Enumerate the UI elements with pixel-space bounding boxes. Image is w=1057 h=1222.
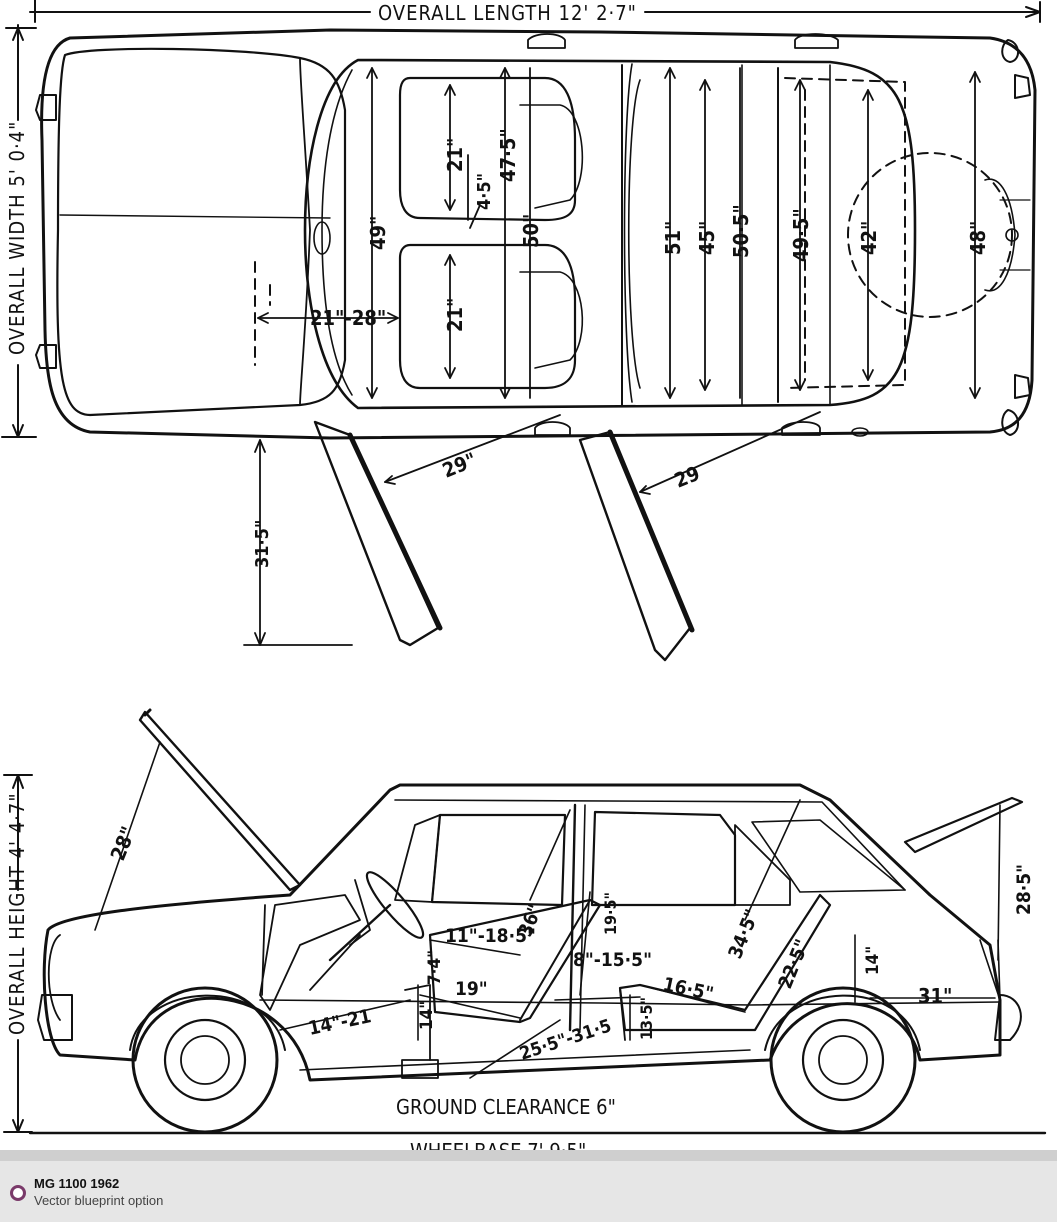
blueprint-drawing: OVERALL LENGTH 12' 2·7" OVERALL WIDTH 5'… [1,0,1047,1150]
dim-front-width-50: 50" [519,214,543,248]
dim-boot-length: 31" [918,984,952,1008]
dim-rear-width-45: 45" [695,221,719,255]
dim-knee-range: 8"-15·5" [573,949,652,971]
dim-rear-width-50-5: 50·5" [729,204,753,258]
overall-height-label: OVERALL HEIGHT 4' 4·7" [5,792,29,1035]
dim-rear-floor: 13·5" [637,997,656,1040]
dim-seat-depth: 19" [455,978,488,1000]
dim-front-floor: 14" [417,1001,437,1030]
ground-clearance-label: GROUND CLEARANCE 6" [396,1095,616,1119]
overall-length-label: OVERALL LENGTH 12' 2·7" [378,1,637,25]
dim-door-projection: 31·5" [252,520,273,568]
blueprint-svg: OVERALL LENGTH 12' 2·7" OVERALL WIDTH 5'… [1,0,1047,1150]
caption-bar [0,1150,1057,1222]
dim-rear-backrest: 34·5" [724,906,764,962]
dim-seat-height-range: 11"-18·5" [445,925,536,947]
wheelbase-label: WHEELBASE 7' 9·5" [410,1139,586,1150]
dim-pedal-range: 14"-21 [306,1005,373,1040]
dim-boot-height: 22·5" [774,936,814,992]
dim-rear-width-48: 48" [966,221,990,255]
dim-cushion-height: 7·4" [425,950,445,985]
dim-rear-width-51: 51" [661,221,685,255]
dim-backrest: 36" [514,901,547,940]
dim-seat-gap: 4·5" [474,173,495,210]
dim-boot-width-42: 42" [857,221,881,255]
dim-front-width-49: 49" [366,216,390,250]
side-view [3,708,1047,1135]
dim-rear-cushion: 16·5" [661,973,716,1005]
option-radio-button[interactable] [10,1185,26,1201]
top-view [1,0,1041,662]
dim-bonnet: 28" [105,823,140,864]
caption-subtitle: Vector blueprint option [34,1193,164,1208]
dim-boot-lid: 28·5" [1013,864,1035,915]
dim-dash-depth: 21"-28" [310,306,386,330]
dim-headroom-rear: 19·5" [601,892,620,935]
dim-boot-floor: 14" [863,946,883,975]
dim-boot-width-49-5: 49·5" [789,208,813,262]
caption-title: MG 1100 1962 [34,1176,120,1191]
caption-bar-strip [0,1151,1057,1161]
overall-width-label: OVERALL WIDTH 5' 0·4" [5,121,29,355]
dim-door-open-front: 29" [439,447,480,482]
dim-front-seat-width-2: 21" [443,298,467,332]
dim-front-seat-width: 21" [443,138,467,172]
dim-front-depth: 47·5" [496,128,520,182]
